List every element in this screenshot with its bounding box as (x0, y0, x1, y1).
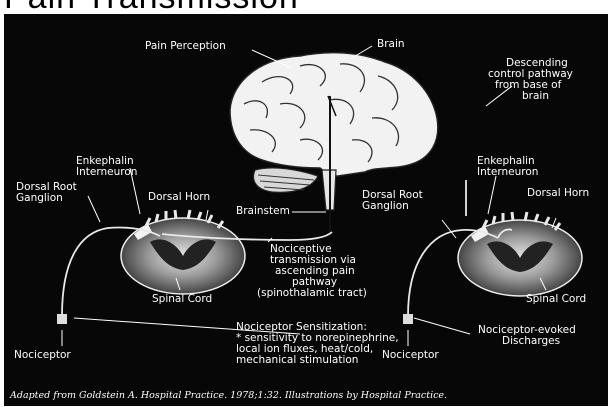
label-descending-4: brain (522, 90, 549, 102)
label-enkephalin-right-2: Interneuron (477, 166, 538, 178)
label-evoked-2: Discharges (502, 335, 560, 347)
figure-caption: Adapted from Goldstein A. Hospital Pract… (9, 390, 447, 401)
label-brain: Brain (377, 38, 405, 50)
label-sensitization-4: mechanical stimulation (236, 354, 358, 366)
label-spinal-cord-right: Spinal Cord (526, 293, 586, 305)
right-spinal-cord (458, 212, 582, 296)
label-brainstem: Brainstem (236, 205, 290, 217)
label-nociceptor-left: Nociceptor (14, 349, 71, 361)
left-spinal-cord (121, 210, 245, 294)
label-nociceptor-right: Nociceptor (382, 349, 439, 361)
label-drg-right-2: Ganglion (362, 200, 409, 212)
nociceptor-left-marker (57, 314, 67, 324)
label-nociceptive-5: (spinothalamic tract) (257, 287, 367, 299)
label-dorsal-horn-left: Dorsal Horn (148, 191, 210, 203)
label-spinal-cord-left: Spinal Cord (152, 293, 212, 305)
nociceptor-right-marker (403, 314, 413, 324)
label-pain-perception: Pain Perception (145, 40, 226, 52)
label-dorsal-horn-right: Dorsal Horn (527, 187, 589, 199)
label-enkephalin-left-2: Interneuron (76, 166, 137, 178)
label-drg-left-2: Ganglion (16, 192, 63, 204)
